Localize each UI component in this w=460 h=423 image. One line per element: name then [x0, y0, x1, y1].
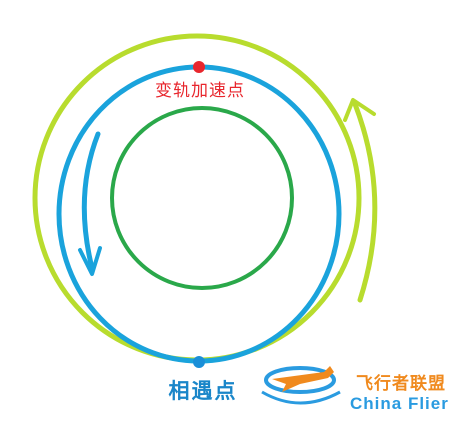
rendezvous-point-label: 相遇点 — [169, 379, 238, 403]
rendezvous-point-marker — [193, 356, 205, 368]
outer-direction-arrow — [343, 98, 378, 303]
plane-icon — [261, 366, 341, 405]
watermark-text-cn: 飞行者联盟 — [356, 373, 446, 394]
watermark-logo: 飞行者联盟 China Flier — [261, 366, 449, 413]
watermark-text-en: China Flier — [350, 394, 449, 413]
inner-circular-orbit — [110, 106, 294, 290]
transfer-point-label: 变轨加速点 — [155, 81, 245, 101]
transfer-point-marker — [193, 61, 205, 73]
transfer-direction-arrow — [78, 131, 102, 276]
transfer-orbit — [56, 64, 342, 364]
